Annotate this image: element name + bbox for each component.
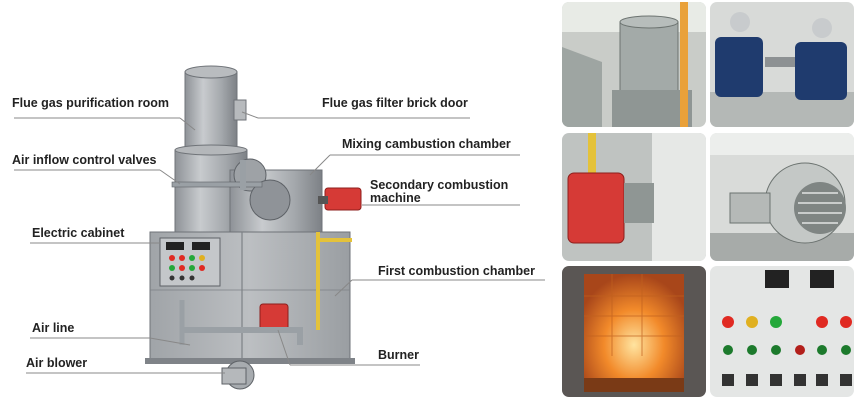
blue-motors-photo xyxy=(710,2,854,127)
secondary-burner-shape xyxy=(324,187,362,211)
label-flue-gas-filter-brick-door: Flue gas filter brick door xyxy=(322,96,468,110)
label-secondary-combustion-line2: machine xyxy=(370,191,421,205)
chimney-closeup-photo xyxy=(562,2,706,127)
label-electric-cabinet: Electric cabinet xyxy=(32,226,125,240)
blower-fan-photo xyxy=(710,133,854,261)
red-burner-photo xyxy=(562,133,706,261)
label-air-blower: Air blower xyxy=(26,356,88,370)
label-mixing-combustion-chamber: Mixing cambustion chamber xyxy=(342,137,511,151)
label-first-combustion-chamber: First combustion chamber xyxy=(378,264,535,278)
label-burner: Burner xyxy=(378,348,419,362)
incinerator-diagram: Flue gas purification room Air inflow co… xyxy=(12,65,545,390)
label-air-line: Air line xyxy=(32,321,75,335)
label-secondary-combustion-line1: Secondary combustion xyxy=(370,178,509,192)
label-flue-gas-purification-room: Flue gas purification room xyxy=(12,96,169,110)
purification-room-shape xyxy=(184,71,238,159)
burner-shape xyxy=(259,303,289,331)
incinerator-illustration xyxy=(14,65,545,390)
furnace-interior-photo xyxy=(562,266,706,397)
control-panel-photo xyxy=(710,266,854,397)
label-air-inflow-control-valves: Air inflow control valves xyxy=(12,153,157,167)
